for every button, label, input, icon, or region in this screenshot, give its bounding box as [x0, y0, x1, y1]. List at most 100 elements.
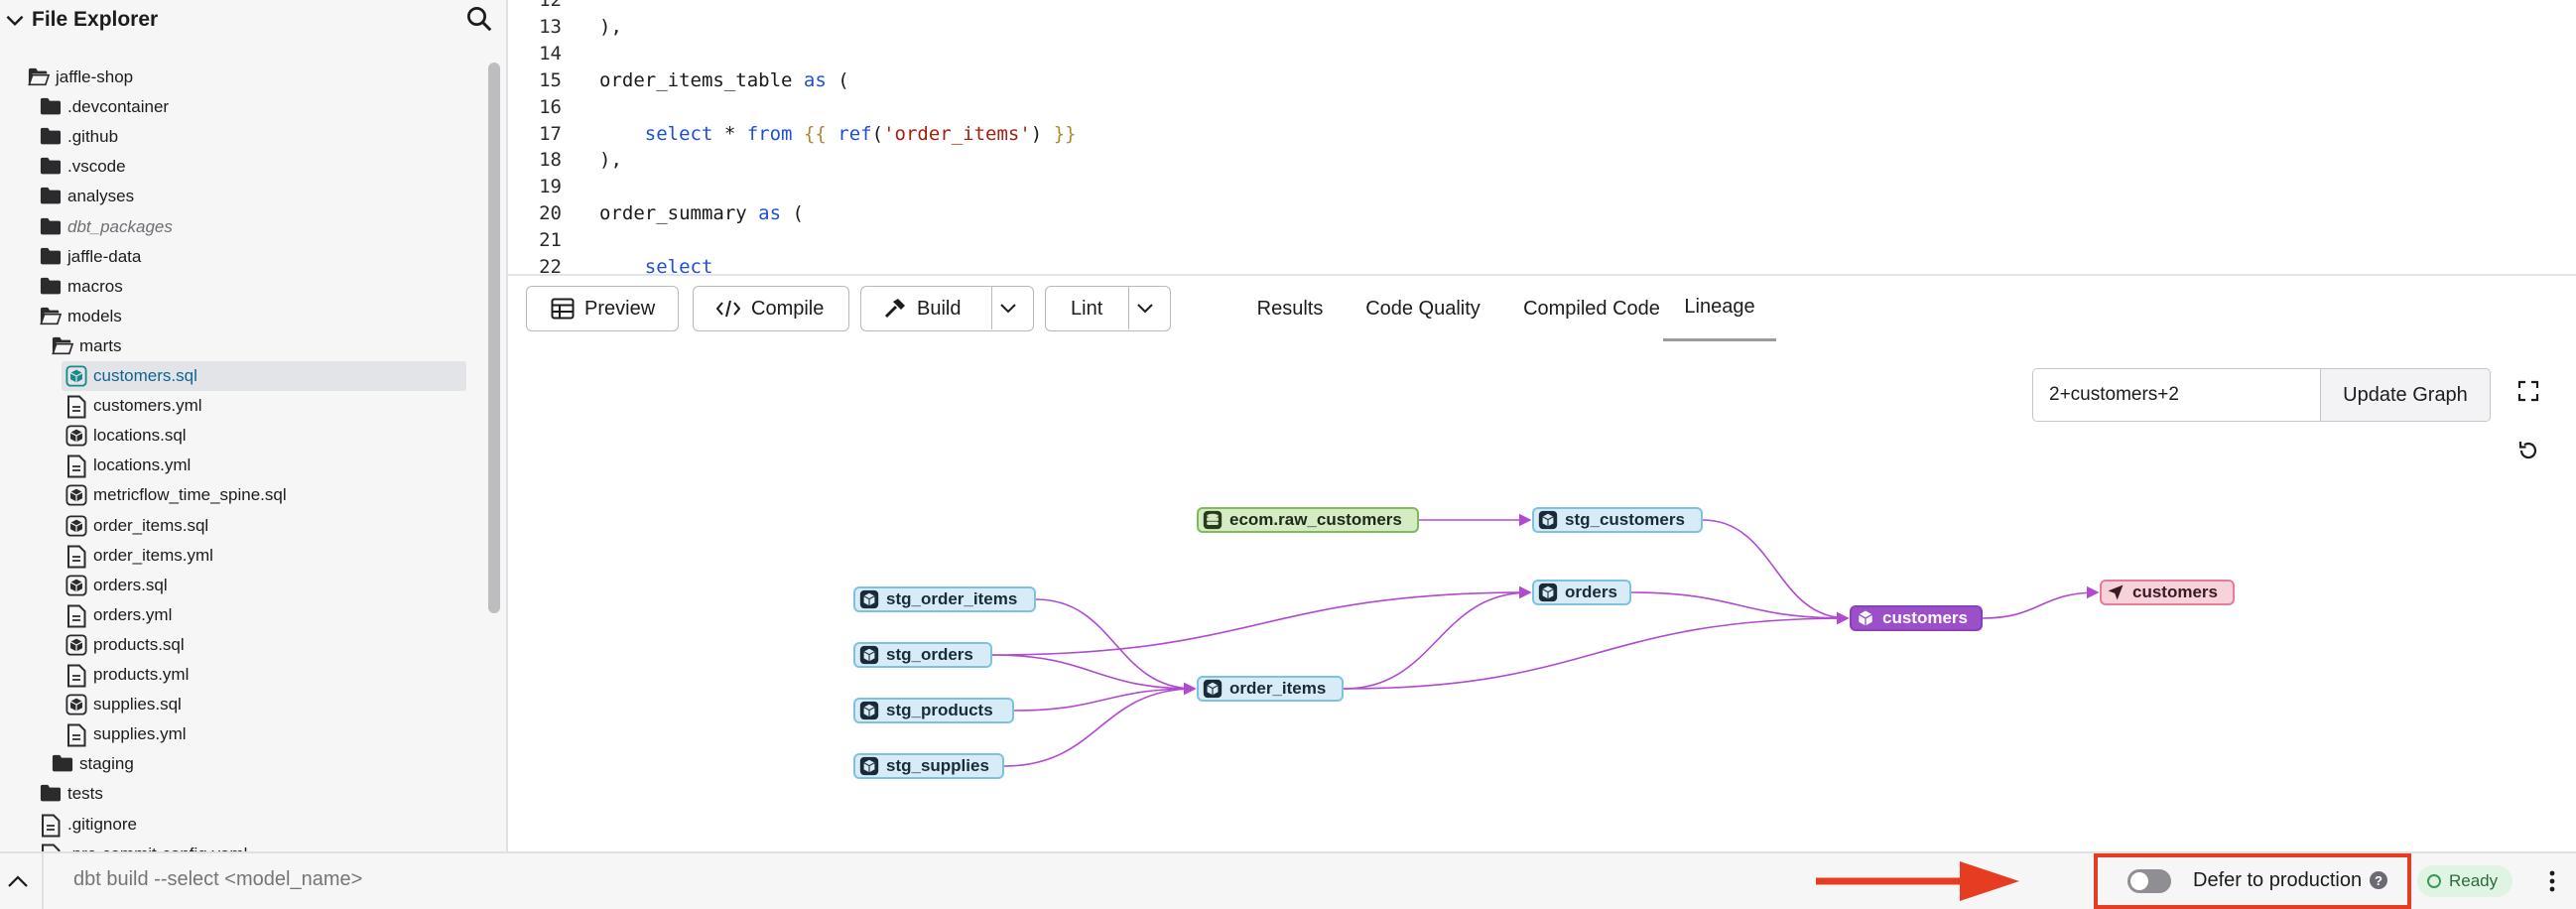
- lineage-node-order-items[interactable]: order_items: [1197, 676, 1344, 702]
- lineage-node-label: customers: [1882, 608, 1968, 627]
- compile-button[interactable]: Compile: [693, 286, 849, 331]
- chevron-down-icon[interactable]: [2, 7, 28, 33]
- folder-icon: [40, 276, 62, 298]
- lineage-node-stg-order-items[interactable]: stg_order_items: [853, 586, 1036, 612]
- tab-lineage[interactable]: Lineage: [1663, 276, 1776, 341]
- exposure-icon: [2105, 580, 2126, 605]
- tree-item[interactable]: order_items.sql: [62, 511, 208, 541]
- tree-item[interactable]: dbt_packages: [36, 212, 173, 242]
- tree-item[interactable]: metricflow_time_spine.sql: [62, 480, 287, 510]
- file-explorer-header[interactable]: File Explorer: [0, 0, 506, 40]
- sidebar-scrollbar[interactable]: [488, 63, 500, 613]
- tab-label: Results: [1256, 297, 1324, 320]
- preview-label: Preview: [584, 297, 656, 320]
- tree-item[interactable]: locations.yml: [62, 451, 191, 480]
- tree-item-label: macros: [67, 276, 123, 296]
- tree-item[interactable]: supplies.yml: [62, 719, 187, 749]
- lineage-node-orders[interactable]: orders: [1532, 580, 1631, 605]
- tree-item[interactable]: .devcontainer: [36, 92, 169, 122]
- lineage-node-stg-products[interactable]: stg_products: [853, 698, 1014, 723]
- tree-item[interactable]: orders.yml: [62, 600, 172, 630]
- code-token: [827, 123, 837, 145]
- tab-compiled-code[interactable]: Compiled Code: [1502, 276, 1681, 341]
- update-graph-button[interactable]: Update Graph: [2320, 369, 2490, 421]
- lineage-edge: [1702, 519, 1850, 625]
- build-label[interactable]: Build: [917, 297, 962, 320]
- folder-icon: [40, 156, 62, 178]
- code-token: (: [781, 202, 804, 225]
- tree-item[interactable]: .vscode: [36, 152, 126, 182]
- tree-item[interactable]: models: [36, 302, 122, 331]
- tab-code-quality[interactable]: Code Quality: [1344, 276, 1502, 341]
- lineage-node-customers-exposure[interactable]: customers: [2100, 580, 2235, 605]
- tree-item[interactable]: jaffle-shop: [24, 63, 133, 92]
- lineage-node-stg-supplies[interactable]: stg_supplies: [853, 753, 1004, 779]
- tree-item[interactable]: .gitignore: [36, 810, 137, 840]
- tree-item-label: staging: [79, 754, 134, 774]
- help-icon[interactable]: ?: [2370, 871, 2387, 889]
- reset-icon[interactable]: [2512, 434, 2545, 467]
- defer-to-production-toggle[interactable]: [2127, 869, 2171, 893]
- tree-item[interactable]: staging: [48, 749, 134, 779]
- tree-item-label: analyses: [67, 187, 135, 206]
- line-number: 19: [539, 176, 562, 198]
- tree-item[interactable]: .github: [36, 122, 118, 152]
- graph-selector-input[interactable]: [2033, 369, 2320, 421]
- lineage-node-label: orders: [1565, 583, 1617, 601]
- tree-item[interactable]: orders.sql: [62, 571, 168, 600]
- search-icon[interactable]: [464, 4, 494, 34]
- file-icon: [40, 814, 62, 837]
- tree-item[interactable]: products.yml: [62, 660, 189, 690]
- tree-item[interactable]: marts: [48, 331, 122, 361]
- tree-item[interactable]: customers.sql: [62, 361, 466, 391]
- lineage-edge: [1343, 611, 1850, 690]
- code-token: from: [746, 122, 793, 145]
- tab-label: Lineage: [1684, 296, 1755, 318]
- tree-item-label: .gitignore: [67, 814, 137, 834]
- lineage-node-stg-orders[interactable]: stg_orders: [853, 642, 992, 668]
- chevron-up-icon[interactable]: [2, 865, 34, 897]
- annotation-arrow: [1816, 861, 2019, 901]
- code-text: ),: [599, 14, 622, 40]
- lineage-edges: [991, 513, 2100, 767]
- code-token: *: [712, 122, 747, 145]
- tree-item[interactable]: products.sql: [62, 630, 185, 660]
- tree-item[interactable]: jaffle-data: [36, 242, 141, 272]
- tree-item-label: products.sql: [93, 634, 185, 654]
- tab-results[interactable]: Results: [1234, 276, 1346, 341]
- tree-item[interactable]: supplies.sql: [62, 690, 182, 719]
- tree-item-label: .github: [67, 127, 119, 147]
- preview-button[interactable]: Preview: [526, 286, 679, 331]
- lineage-edge: [1035, 598, 1197, 696]
- tree-item-label: customers.sql: [93, 366, 197, 385]
- lineage-node-label: stg_products: [886, 701, 993, 719]
- tree-item[interactable]: macros: [36, 272, 123, 302]
- toggle-knob: [2130, 872, 2148, 890]
- lint-label[interactable]: Lint: [1071, 297, 1103, 320]
- lineage-edge: [1982, 585, 2100, 619]
- model-icon: [1202, 676, 1224, 702]
- file-icon: [65, 664, 87, 688]
- lineage-node-stg-customers[interactable]: stg_customers: [1532, 507, 1703, 533]
- fullscreen-icon[interactable]: [2512, 374, 2545, 408]
- tree-item[interactable]: locations.sql: [62, 421, 187, 451]
- chevron-down-icon: [1000, 303, 1016, 313]
- more-options-icon[interactable]: [2540, 865, 2564, 897]
- tree-item[interactable]: customers.yml: [62, 391, 202, 421]
- lineage-node-ecom-raw-customers[interactable]: ecom.raw_customers: [1197, 507, 1419, 533]
- code-token: select: [644, 122, 713, 145]
- tree-item-label: locations.yml: [93, 455, 192, 475]
- code-text: select: [599, 254, 713, 274]
- build-dropdown-toggle[interactable]: [991, 287, 1034, 329]
- defer-to-production-label: Defer to production: [2193, 869, 2363, 891]
- model-icon: [1537, 580, 1559, 605]
- command-input[interactable]: [71, 867, 671, 892]
- lint-dropdown-toggle[interactable]: [1128, 287, 1171, 329]
- lineage-node-customers[interactable]: customers: [1850, 605, 1983, 631]
- tree-item[interactable]: tests: [36, 779, 103, 809]
- tree-item[interactable]: order_items.yml: [62, 541, 213, 571]
- tree-item-label: tests: [67, 784, 103, 804]
- tree-item[interactable]: analyses: [36, 182, 134, 211]
- code-line: 14: [508, 41, 562, 66]
